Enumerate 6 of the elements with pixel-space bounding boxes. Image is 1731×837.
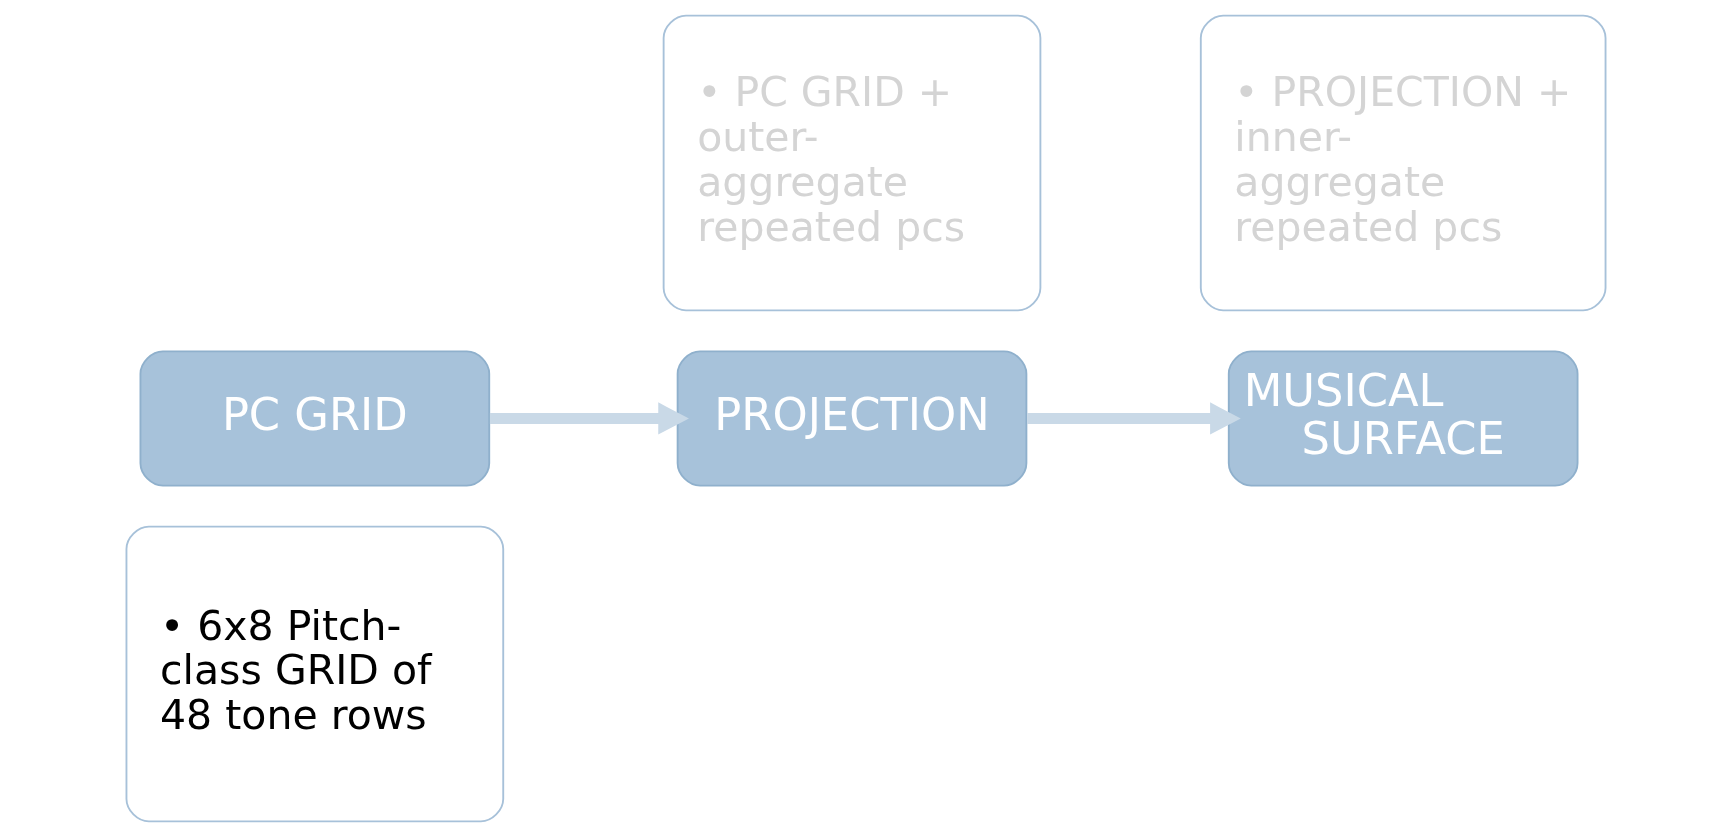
node-box: PROJECTION [676, 350, 1027, 487]
node-box: MUSICAL SURFACE [1227, 350, 1578, 487]
arrow [489, 402, 689, 435]
arrow [1026, 402, 1241, 435]
node-box: PC GRID [139, 350, 490, 487]
node-box: • 6x8 Pitch-class GRID of 48 tone rows [125, 525, 504, 823]
